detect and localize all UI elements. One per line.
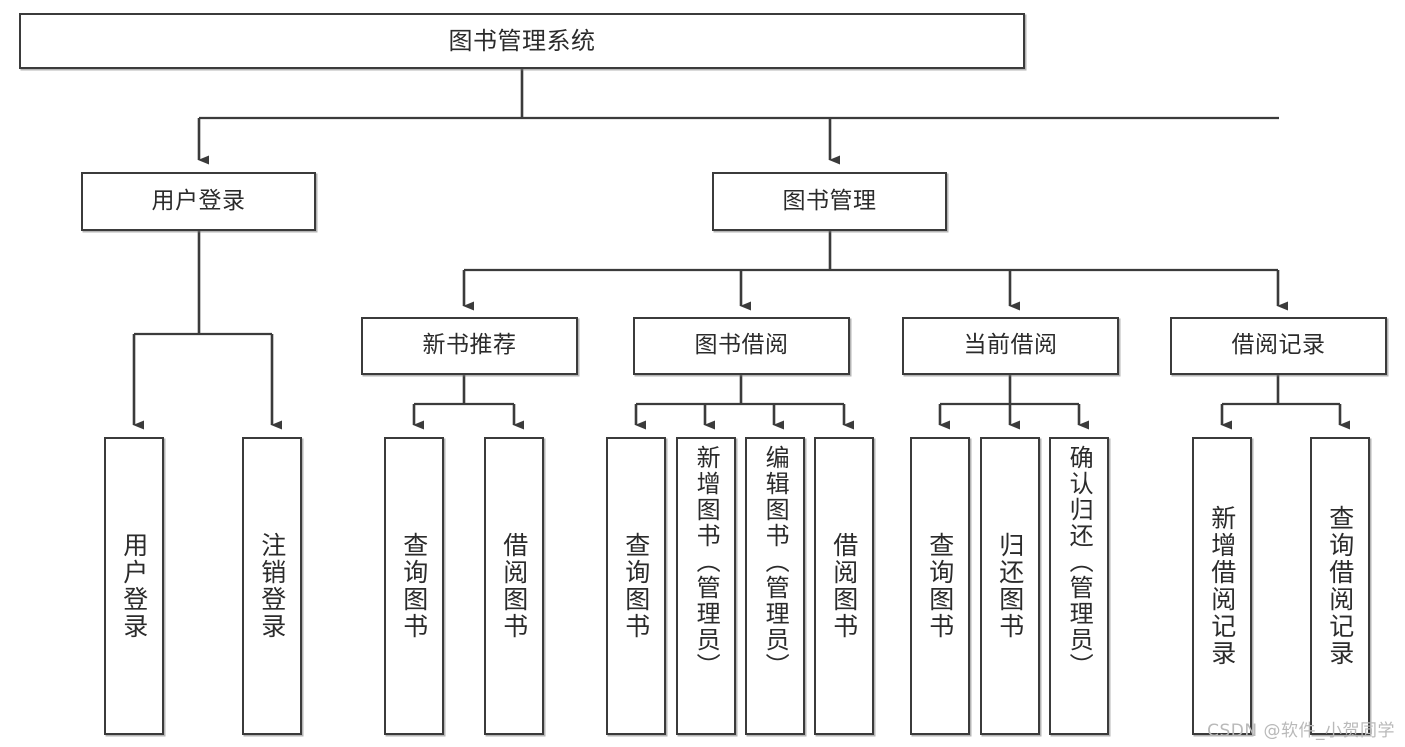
node-book-manage-label: 图书管理 [782, 187, 877, 214]
leaf-return-book-label: 归还图书 [995, 532, 1025, 640]
leaf-edit-book[interactable]: 编辑图书（管理员） [745, 437, 805, 735]
leaf-edit-book-label: 编辑图书（管理员） [761, 445, 790, 679]
node-book-borrow-label: 图书借阅 [694, 332, 789, 359]
leaf-borrow-book-a[interactable]: 借阅图书 [484, 437, 544, 735]
leaf-borrow-book-a-label: 借阅图书 [499, 532, 529, 640]
leaf-query-book-b[interactable]: 查询图书 [606, 437, 666, 735]
leaf-query-borrow-record[interactable]: 查询借阅记录 [1310, 437, 1370, 735]
leaf-add-borrow-record[interactable]: 新增借阅记录 [1192, 437, 1252, 735]
leaf-logout-label: 注销登录 [257, 532, 287, 640]
leaf-query-book-b-label: 查询图书 [621, 532, 651, 640]
node-new-book-recommend-label: 新书推荐 [422, 332, 517, 359]
node-root-label: 图书管理系统 [448, 26, 596, 55]
leaf-query-book-c[interactable]: 查询图书 [910, 437, 970, 735]
leaf-add-book-label: 新增图书（管理员） [692, 445, 721, 679]
node-book-manage[interactable]: 图书管理 [712, 172, 947, 231]
leaf-query-book-c-label: 查询图书 [925, 532, 955, 640]
node-current-borrow-label: 当前借阅 [963, 332, 1058, 359]
node-current-borrow[interactable]: 当前借阅 [902, 317, 1119, 375]
leaf-query-borrow-record-label: 查询借阅记录 [1325, 505, 1355, 667]
leaf-borrow-book-b-label: 借阅图书 [829, 532, 859, 640]
leaf-logout[interactable]: 注销登录 [242, 437, 302, 735]
node-user-login-label: 用户登录 [151, 187, 246, 214]
leaf-query-book-a-label: 查询图书 [399, 532, 429, 640]
leaf-borrow-book-b[interactable]: 借阅图书 [814, 437, 874, 735]
node-borrow-record-label: 借阅记录 [1231, 332, 1326, 359]
leaf-user-login[interactable]: 用户登录 [104, 437, 164, 735]
leaf-confirm-return[interactable]: 确认归还（管理员） [1049, 437, 1109, 735]
node-user-login[interactable]: 用户登录 [81, 172, 316, 231]
leaf-user-login-label: 用户登录 [119, 532, 149, 640]
node-root[interactable]: 图书管理系统 [19, 13, 1025, 69]
leaf-add-borrow-record-label: 新增借阅记录 [1207, 505, 1237, 667]
node-book-borrow[interactable]: 图书借阅 [633, 317, 850, 375]
leaf-return-book[interactable]: 归还图书 [980, 437, 1040, 735]
node-new-book-recommend[interactable]: 新书推荐 [361, 317, 578, 375]
leaf-add-book[interactable]: 新增图书（管理员） [676, 437, 736, 735]
leaf-confirm-return-label: 确认归还（管理员） [1065, 445, 1094, 679]
leaf-query-book-a[interactable]: 查询图书 [384, 437, 444, 735]
node-borrow-record[interactable]: 借阅记录 [1170, 317, 1387, 375]
